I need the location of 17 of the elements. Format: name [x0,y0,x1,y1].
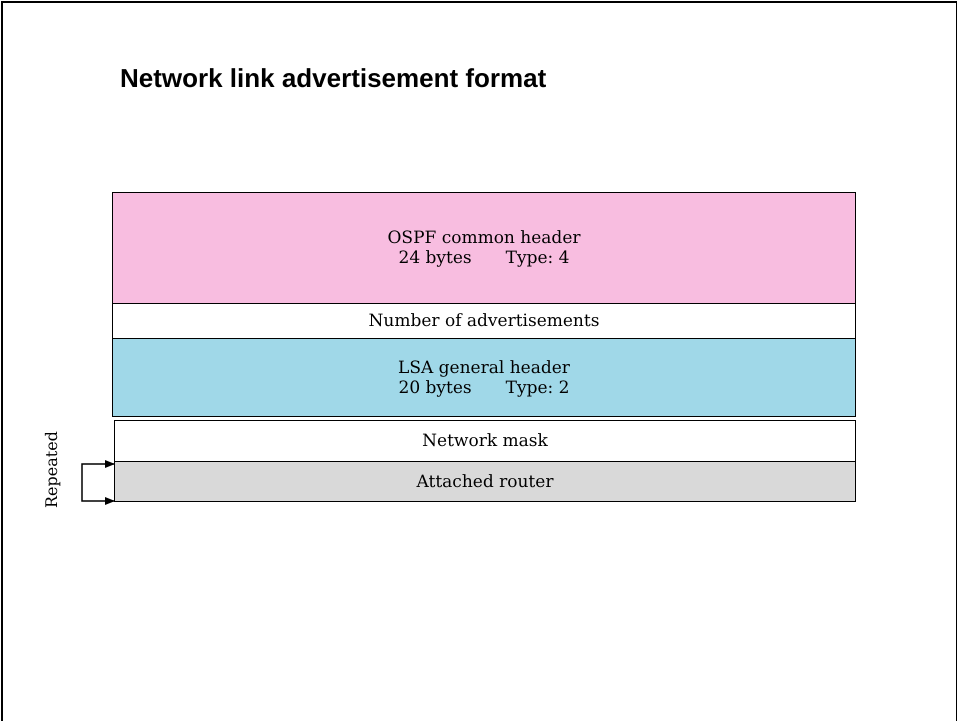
field-type: Type: 4 [506,248,570,268]
field-box [112,338,856,417]
field-type: Type: 2 [506,378,570,398]
field-size: 20 bytes [398,378,472,398]
field-size: 24 bytes [398,248,472,268]
title: Network link advertisement format [120,63,546,94]
field-box [112,192,856,304]
field-name: Number of advertisements [368,311,600,331]
field-box [114,461,856,502]
field-name: OSPF common header [387,228,581,248]
field-name: LSA general header [398,358,570,378]
field-name: Network mask [422,431,548,451]
repeat-arrow [81,460,115,505]
side-note: Repeated [42,431,61,508]
field-box [114,420,856,462]
field-name: Attached router [416,472,554,492]
field-box [112,303,856,339]
